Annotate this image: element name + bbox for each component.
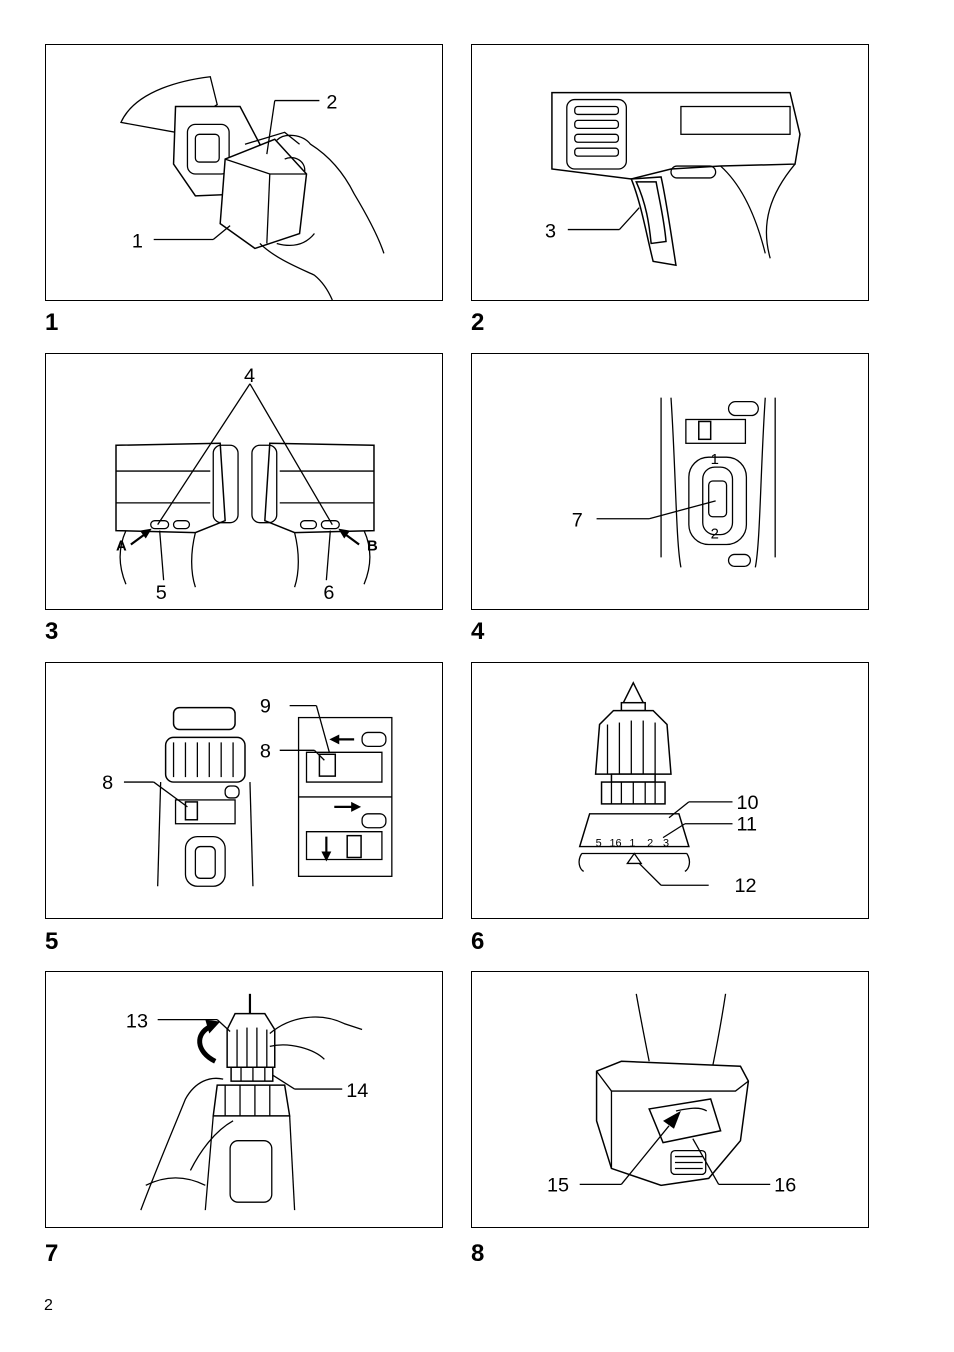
figure-2-callout-3: 3 bbox=[545, 220, 556, 242]
figure-6-scale-16: 16 bbox=[609, 838, 621, 850]
figure-3-label-a: A bbox=[116, 538, 127, 554]
figure-8-illustration: 15 16 bbox=[547, 993, 796, 1196]
figure-3-callout-6: 6 bbox=[323, 582, 334, 604]
figure-5-illustration: 9 8 8 bbox=[102, 696, 393, 887]
figure-8-callout-16: 16 bbox=[774, 1174, 796, 1196]
figure-6-scale-3: 3 bbox=[663, 838, 669, 850]
figure-3-callout-4: 4 bbox=[244, 365, 255, 387]
figure-2-number: 2 bbox=[471, 309, 485, 336]
figure-6-illustration: 5 16 1 2 3 10 11 12 bbox=[578, 681, 759, 897]
figure-6-scale-1: 1 bbox=[629, 838, 635, 850]
figure-3-label-b: B bbox=[367, 538, 378, 554]
figure-1-callout-1: 1 bbox=[132, 230, 143, 252]
figure-2-panel: 3 bbox=[471, 44, 869, 301]
figure-5-callout-8: 8 bbox=[102, 772, 113, 794]
figure-5-callout-8-inset: 8 bbox=[260, 740, 271, 762]
figure-7-callout-13: 13 bbox=[126, 1011, 148, 1033]
figure-6-number: 6 bbox=[471, 928, 485, 955]
figure-7-panel: 13 14 bbox=[45, 971, 443, 1228]
figure-3-callout-5: 5 bbox=[156, 582, 167, 604]
figure-6-callout-11: 11 bbox=[736, 814, 757, 836]
figure-7-illustration: 13 14 bbox=[126, 993, 368, 1211]
figure-3-number: 3 bbox=[45, 618, 59, 645]
figure-5-callout-9: 9 bbox=[260, 696, 271, 718]
figure-1-callout-2: 2 bbox=[326, 92, 337, 114]
figure-4-callout-7: 7 bbox=[572, 510, 583, 532]
figure-6-scale-5: 5 bbox=[596, 838, 602, 850]
figure-6-callout-12: 12 bbox=[734, 875, 756, 897]
figure-2-illustration: 3 bbox=[545, 91, 801, 267]
figure-5-number: 5 bbox=[45, 928, 59, 955]
figure-6-scale-2: 2 bbox=[647, 838, 653, 850]
figure-8-number: 8 bbox=[471, 1240, 485, 1267]
page-number: 2 bbox=[44, 1297, 53, 1314]
figure-4-speed-mark-2: 2 bbox=[711, 527, 719, 543]
figure-4-illustration: 7 1 2 bbox=[572, 397, 776, 568]
figure-4-speed-mark-1: 1 bbox=[711, 452, 719, 468]
figure-6-panel: 5 16 1 2 3 10 11 12 bbox=[471, 662, 869, 919]
figure-6-callout-10: 10 bbox=[736, 792, 758, 814]
figure-8-panel: 15 16 bbox=[471, 971, 869, 1228]
figure-1-illustration: 2 1 bbox=[120, 76, 385, 300]
figure-1-number: 1 bbox=[45, 309, 59, 336]
figure-4-panel: 7 1 2 bbox=[471, 353, 869, 610]
figure-1-panel: 2 1 bbox=[45, 44, 443, 301]
figure-7-number: 7 bbox=[45, 1240, 59, 1267]
figure-3-panel: 4 5 6 A B bbox=[45, 353, 443, 610]
figure-7-callout-14: 14 bbox=[346, 1080, 368, 1102]
figure-4-number: 4 bbox=[471, 618, 485, 645]
figure-3-illustration: 4 5 6 A B bbox=[115, 365, 378, 604]
figure-8-callout-15: 15 bbox=[547, 1174, 569, 1196]
figure-5-panel: 9 8 8 bbox=[45, 662, 443, 919]
